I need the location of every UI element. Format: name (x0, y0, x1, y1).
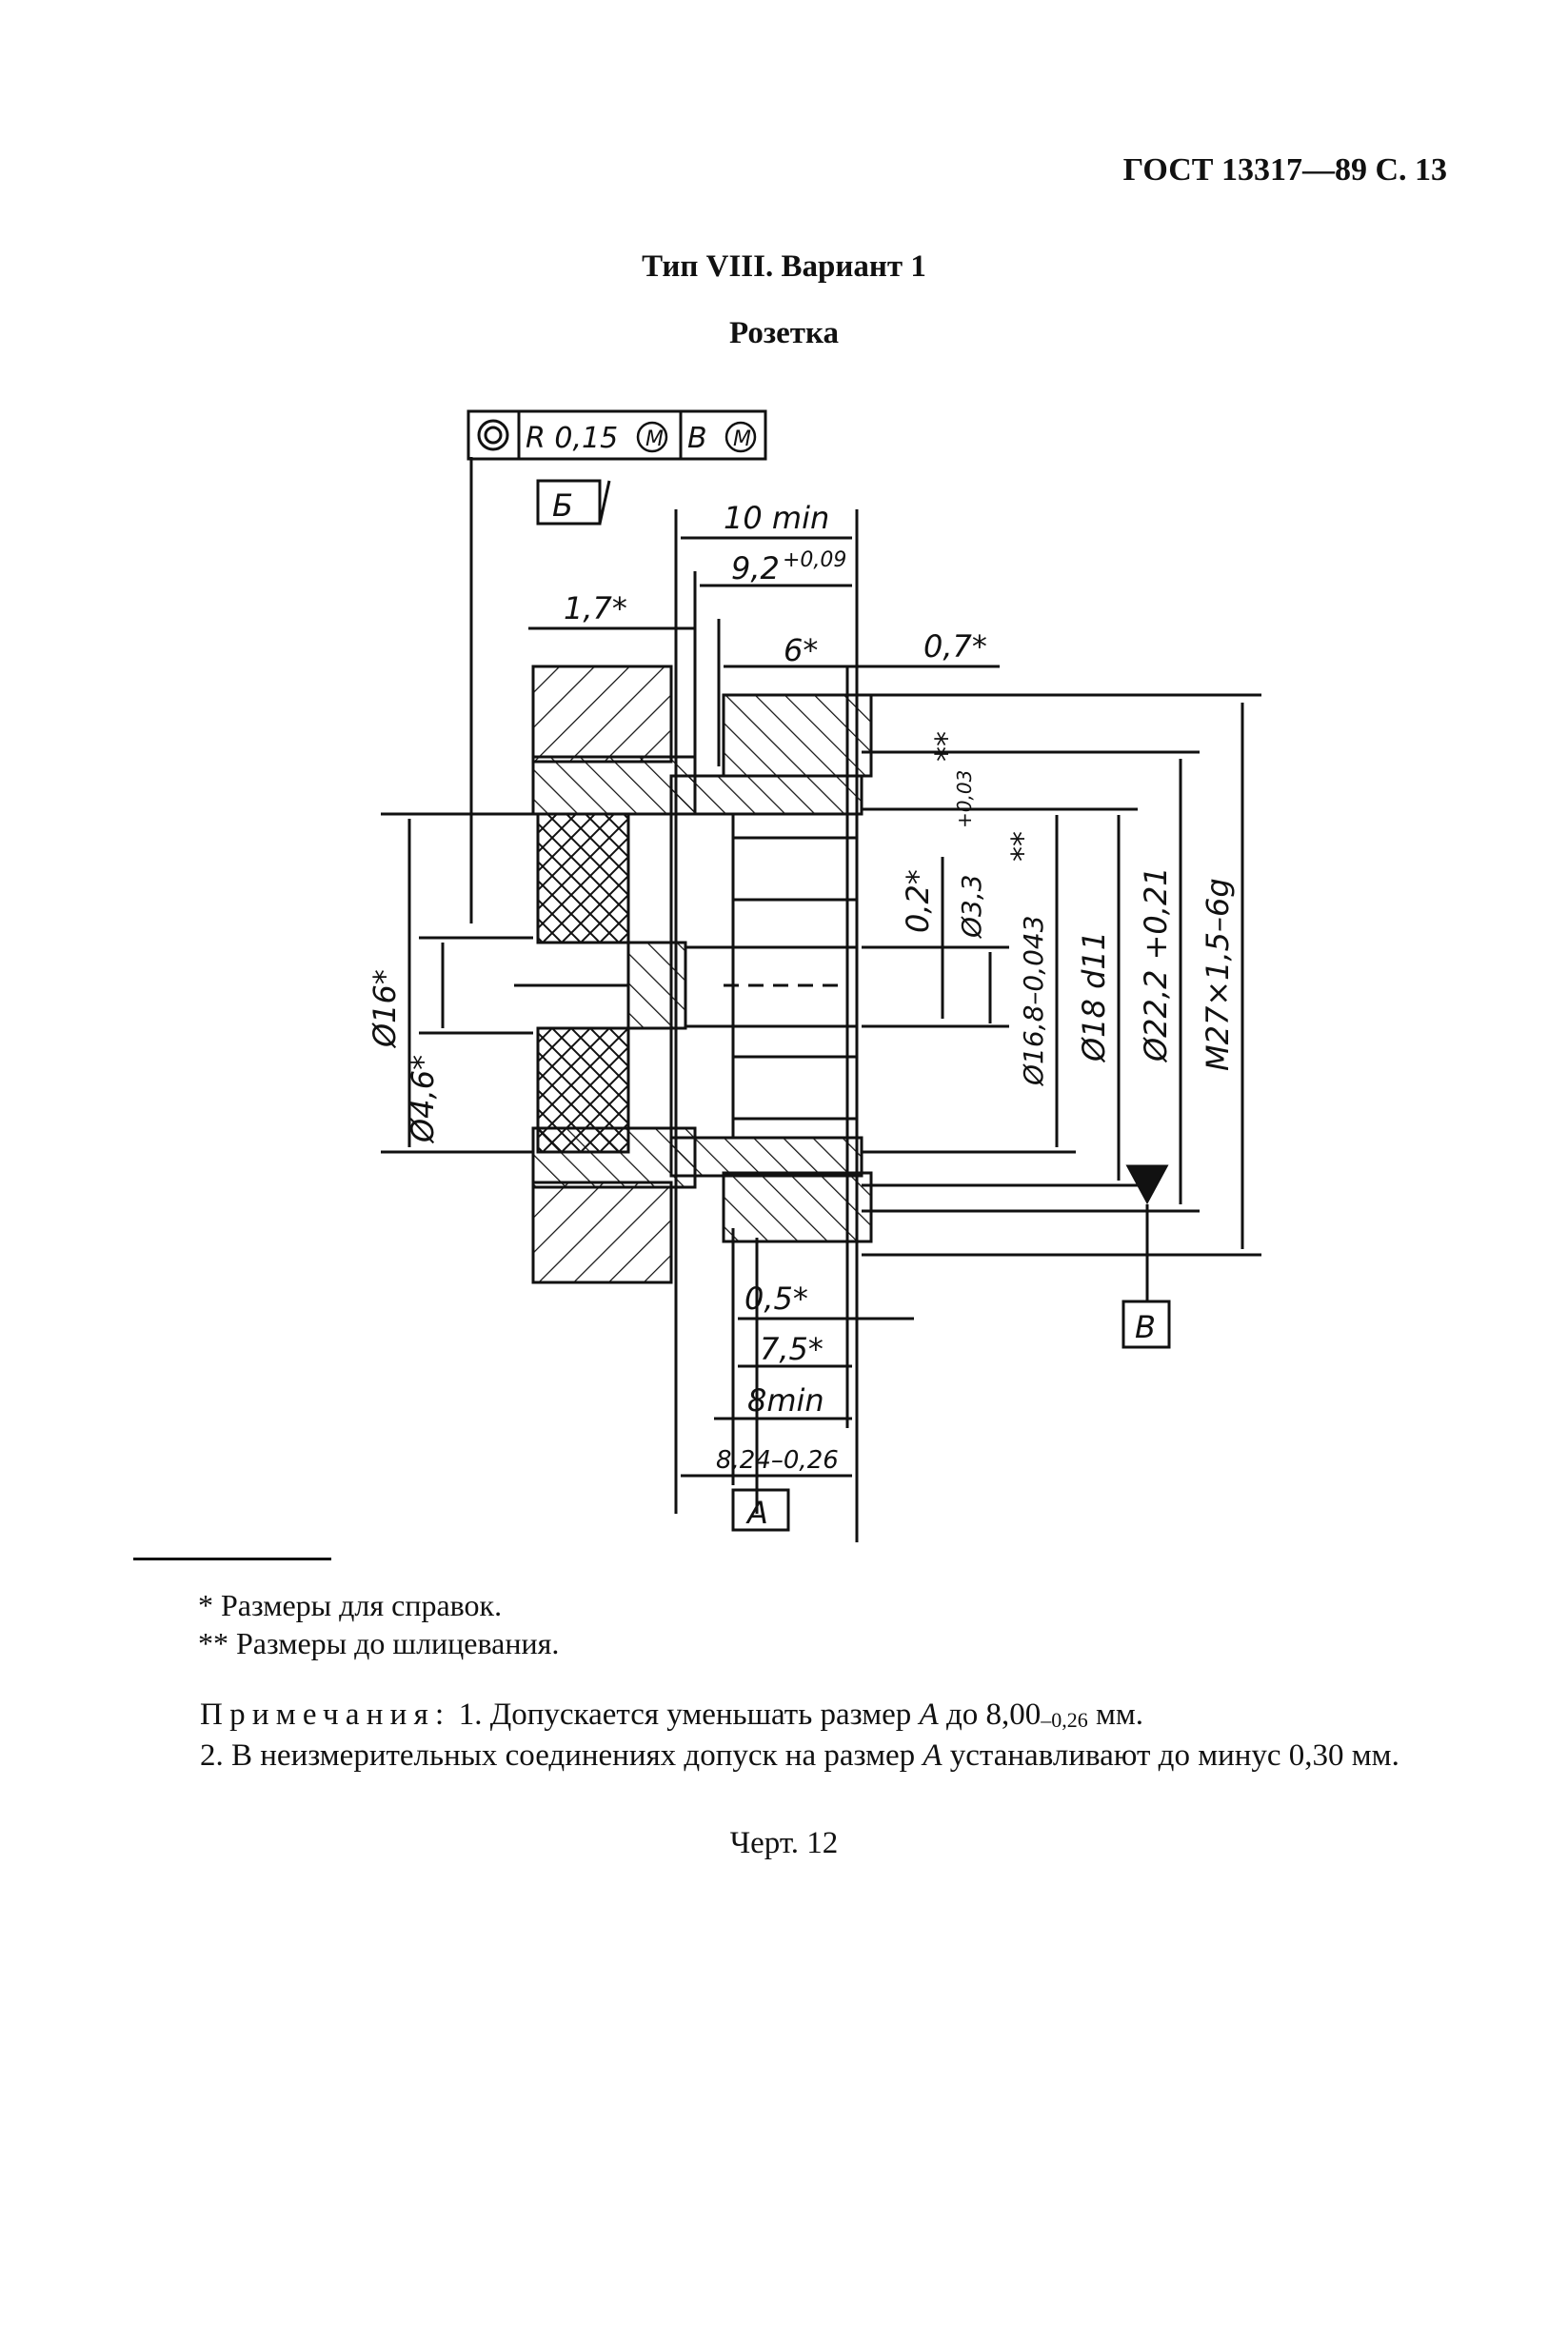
datum-b-box (536, 479, 602, 526)
dim-8-24: 8,24–0,26 (716, 1446, 839, 1475)
insulator-bottom (536, 1026, 630, 1154)
dim-dia-16: Ø16* (367, 969, 403, 1049)
flange-top (531, 665, 673, 764)
notes-block: Примечания: 1. Допускается уменьшать раз… (114, 1695, 1452, 1777)
flange-bottom (531, 1181, 673, 1284)
dim-m27: M27×1,5–6g (1200, 878, 1236, 1071)
tf-mod1: M (645, 427, 664, 451)
contact-fingers (731, 814, 859, 1152)
dim-0-2: 0,2* (900, 869, 936, 933)
datum-b-label: Б (552, 487, 573, 524)
type-title: Тип VIII. Вариант 1 (642, 249, 926, 284)
dim-0-5: 0,5* (744, 1281, 808, 1317)
footnote-2: ** Размеры до шлицевания. (198, 1626, 560, 1660)
tolerance-frame (466, 409, 767, 461)
dim-dia-3-3: Ø3,3 (956, 874, 987, 939)
dim-9-2: 9,2 (731, 550, 780, 586)
dim-8min: 8min (747, 1382, 824, 1419)
dim-9-2-tol: +0,09 (783, 548, 846, 572)
nut-top (722, 693, 873, 778)
note-2: 2. В неизмерительных соединениях допуск … (200, 1737, 1399, 1773)
note-1: Примечания: 1. Допускается уменьшать раз… (200, 1698, 1143, 1732)
dim-dia-4-6: Ø4,6* (405, 1055, 441, 1144)
datum-v-label: B (1135, 1309, 1156, 1345)
datum-a-box (731, 1488, 790, 1532)
figure-caption: Черт. 12 (729, 1826, 839, 1860)
tf-datum: B (687, 422, 707, 455)
dim-dia-16-8-mark: ** (1004, 831, 1041, 862)
document-header: ГОСТ 13317—89 С. 13 (1122, 152, 1447, 188)
dim-7-5: 7,5* (760, 1331, 824, 1367)
dim-6: 6* (784, 632, 818, 668)
footnote-1: * Размеры для справок. (198, 1588, 503, 1622)
dim-dia-22-2: Ø22,2 +0,21 (1138, 866, 1174, 1063)
tf-mod2: M (733, 427, 751, 451)
dim-dia-16-8: Ø16,8–0,043 (1018, 915, 1049, 1086)
footnote-rule (133, 1558, 331, 1560)
tf-value: R 0,15 (526, 422, 618, 455)
datum-a-label: A (745, 1495, 768, 1531)
dim-dia-18: Ø18 d11 (1076, 931, 1112, 1063)
dim-0-7: 0,7* (923, 628, 987, 665)
insulator-top (536, 812, 630, 944)
part-title: Розетка (729, 316, 839, 350)
shell-bottom (669, 1136, 863, 1178)
dim-dia-3-3-mark: ** (928, 731, 964, 762)
dim-dia-3-3-tol: +0,03 (953, 770, 976, 828)
shell-top (669, 774, 863, 816)
nut-bottom (722, 1171, 873, 1243)
dim-1-7: 1,7* (564, 590, 627, 626)
dim-10min: 10 min (724, 500, 829, 536)
